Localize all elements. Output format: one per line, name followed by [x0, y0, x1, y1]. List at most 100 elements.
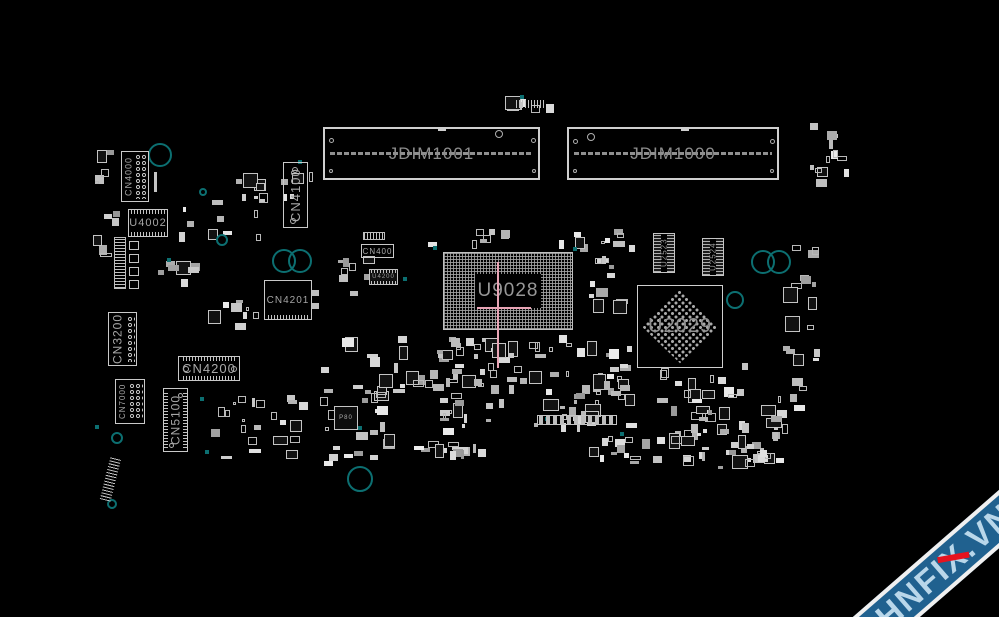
component-pad — [807, 325, 815, 331]
component-pad — [101, 168, 110, 178]
component-pad — [573, 400, 577, 405]
component-pad — [187, 266, 200, 273]
component-pad — [452, 368, 462, 374]
selection-crosshair-horizontal — [477, 307, 531, 309]
component-pad — [760, 449, 768, 457]
component-pad — [744, 458, 755, 468]
mount-hole-icon — [329, 138, 334, 143]
component-pad — [223, 301, 230, 309]
component-pad — [485, 402, 493, 410]
component-pad — [455, 399, 465, 407]
component-pad — [490, 370, 497, 378]
component-pad — [471, 240, 478, 250]
component-pad — [792, 378, 803, 386]
component-pad — [793, 405, 806, 411]
component-pad — [341, 338, 354, 348]
component-cn3200[interactable]: CN3200 — [108, 312, 137, 366]
component-pad — [298, 402, 308, 411]
component-pad — [576, 422, 580, 432]
component-pad — [324, 426, 330, 432]
test-point-icon — [433, 246, 437, 250]
component-pad — [548, 346, 553, 353]
component-pad — [776, 410, 788, 418]
component-pad — [617, 233, 624, 238]
component-cn4200[interactable]: CN4200 — [178, 356, 240, 381]
component-jdim1000[interactable]: JDIM1000 — [567, 127, 779, 180]
pin-row — [131, 232, 165, 236]
component-pad — [364, 389, 371, 395]
dimm-notch — [681, 127, 689, 131]
component-pad — [211, 199, 224, 206]
component-pad — [785, 315, 800, 332]
component-pad — [279, 419, 286, 426]
component-pad — [376, 392, 386, 398]
component-cn4000[interactable]: CN4000 — [121, 151, 149, 202]
board-connector — [537, 415, 617, 425]
component-pad — [349, 290, 358, 297]
component-pad — [626, 345, 633, 352]
component-pad — [670, 435, 682, 444]
component-pad — [561, 423, 567, 433]
component-jdim1001[interactable]: JDIM1001 — [323, 127, 540, 180]
component-pad — [157, 270, 165, 276]
component-pad — [165, 260, 175, 268]
component-pad — [729, 450, 736, 455]
component-pad — [558, 335, 568, 343]
component-pad — [289, 420, 302, 432]
component-u2524[interactable]: U2524 — [702, 238, 724, 276]
component-pad — [783, 346, 790, 352]
component-p80[interactable]: P80 — [334, 406, 358, 430]
component-pad — [613, 240, 626, 248]
component-pad — [653, 456, 662, 463]
component-pad — [343, 453, 354, 459]
component-pad — [498, 398, 504, 408]
component-pad — [702, 451, 706, 461]
component-u2523[interactable]: U2523 — [653, 233, 675, 273]
component-cn4100[interactable]: CN4100 — [283, 162, 308, 228]
component-pad — [440, 398, 449, 404]
component-label: CN4000 — [123, 156, 134, 197]
component-pad — [489, 228, 496, 235]
component-label: U2523 — [659, 238, 669, 268]
component-pad — [731, 441, 738, 448]
component-pad — [451, 338, 460, 347]
component-pad — [607, 373, 615, 380]
component-pad — [776, 458, 785, 464]
component-pad — [500, 230, 511, 239]
component-pad — [477, 448, 486, 457]
component-pad — [696, 432, 701, 436]
test-point-icon — [205, 450, 209, 454]
component-pad — [812, 282, 817, 288]
mount-hole-icon — [231, 366, 237, 372]
component-pad — [615, 439, 625, 447]
component-pad — [545, 389, 552, 395]
component-u2029[interactable]: U2029 — [637, 285, 723, 368]
component-pad — [629, 460, 639, 464]
component-cn4201[interactable]: CN4201 — [264, 280, 312, 320]
component-pad — [253, 312, 260, 320]
component-pad — [708, 409, 713, 415]
mount-hole-icon — [292, 167, 298, 173]
component-pad — [435, 443, 444, 459]
component-cn5100[interactable]: CN5100 — [163, 388, 188, 452]
component-pad — [581, 411, 588, 415]
component-pad — [737, 434, 747, 450]
component-pad — [736, 389, 744, 397]
component-pad — [111, 217, 120, 227]
component-pad — [656, 397, 668, 403]
component-pad — [781, 423, 788, 434]
component-u9028[interactable]: U9028 — [443, 252, 573, 330]
component-pad — [814, 168, 823, 174]
component-cn7000[interactable]: CN7000 — [115, 379, 145, 424]
component-u4200[interactable]: U4200 — [369, 269, 398, 285]
component-cn400[interactable]: CN400 — [361, 244, 394, 258]
component-pad — [292, 173, 305, 185]
component-pad — [113, 210, 121, 218]
via-marker-icon — [199, 188, 207, 196]
component-pad — [837, 155, 847, 161]
component-pad — [813, 358, 820, 362]
component-u4002[interactable]: U4002 — [128, 209, 168, 237]
component-pad — [103, 214, 113, 219]
component-pad — [498, 357, 510, 364]
